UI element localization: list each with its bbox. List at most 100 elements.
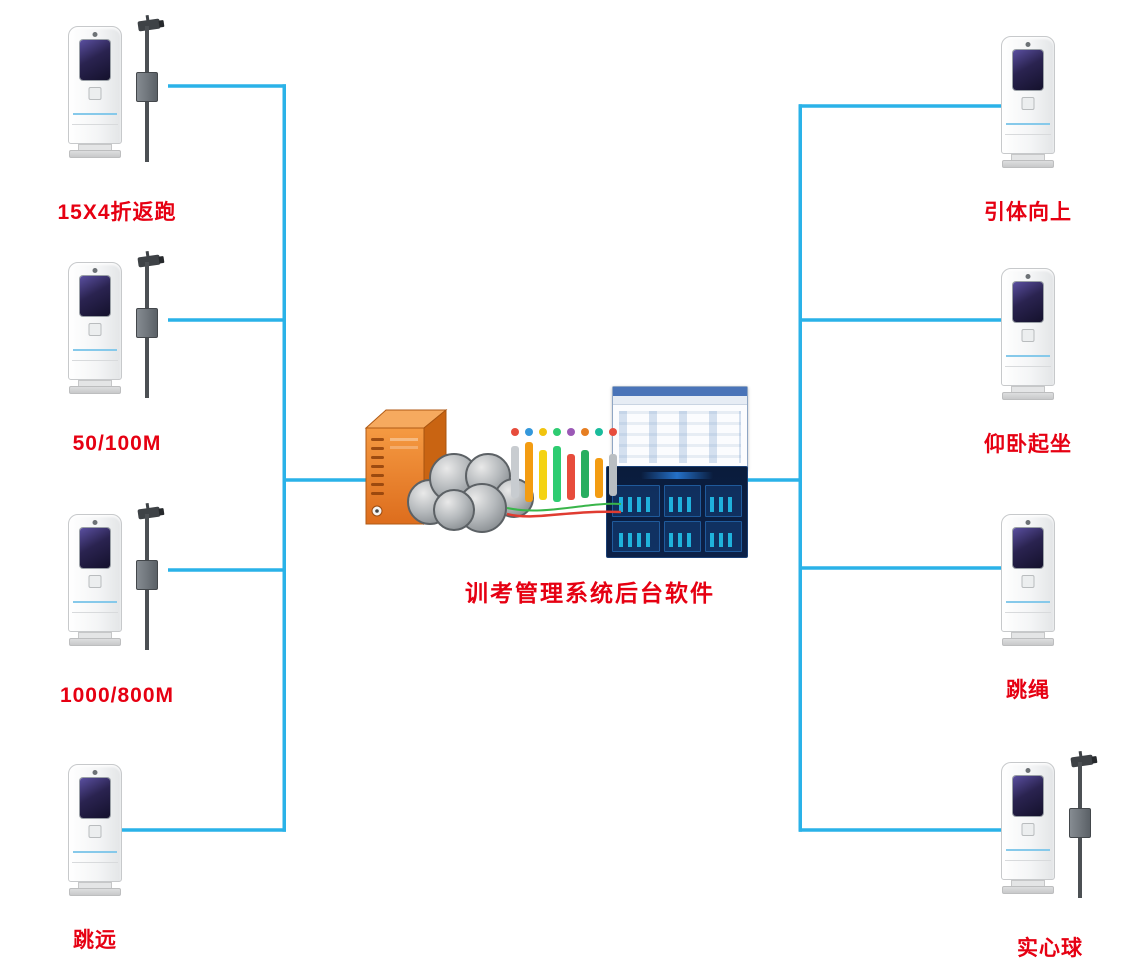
kiosk-base (69, 386, 121, 394)
kiosk-screen (80, 40, 110, 80)
kiosk-screen (1013, 528, 1043, 568)
dashboard-panel (705, 520, 742, 552)
kiosk-screen (80, 778, 110, 818)
station-sit-up: 仰卧起坐 (958, 268, 1098, 458)
kiosk-body (68, 26, 122, 144)
kiosk-card-reader (88, 575, 102, 588)
station-long-jump: 跳远 (25, 764, 165, 954)
kiosk-terminal (1001, 268, 1055, 400)
kiosk-base (69, 638, 121, 646)
kiosk-body (1001, 762, 1055, 880)
kiosk-base (1002, 160, 1054, 168)
station-label: 跳远 (73, 929, 117, 952)
kiosk-camera-icon (1025, 274, 1031, 279)
kiosk-body (1001, 268, 1055, 386)
station-device (68, 254, 166, 404)
kiosk-terminal (68, 26, 122, 158)
kiosk-accent-stripe (73, 113, 117, 115)
kiosk-base (69, 150, 121, 158)
kiosk-camera-icon (92, 268, 98, 273)
station-device (1001, 268, 1055, 400)
kiosk-card-reader (88, 323, 102, 336)
cctv-camera-icon (137, 254, 161, 268)
dashboard-panel (705, 485, 742, 517)
kiosk-accent-stripe (73, 349, 117, 351)
pole-equipment-box (136, 308, 158, 338)
station-label: 仰卧起坐 (984, 433, 1072, 456)
kiosk-camera-icon (92, 32, 98, 37)
cctv-camera-icon (137, 18, 161, 32)
kiosk-base (1002, 886, 1054, 894)
station-shuttle-run: 15X4折返跑 (47, 18, 187, 226)
kiosk-camera-icon (92, 770, 98, 775)
network-cloud-icon (407, 453, 534, 533)
kiosk-card-reader (1021, 575, 1035, 588)
station-label: 引体向上 (984, 201, 1072, 224)
kiosk-base (1002, 638, 1054, 646)
kiosk-accent-stripe (1006, 355, 1050, 357)
kiosk-terminal (1001, 514, 1055, 646)
dashboard-panels (612, 485, 742, 552)
dashboard-panel (612, 520, 661, 552)
kiosk-accent-stripe (1006, 601, 1050, 603)
station-label: 50/100M (72, 432, 162, 455)
kiosk-body (1001, 36, 1055, 154)
camera-pole (130, 506, 166, 656)
kiosk-camera-icon (1025, 768, 1031, 773)
station-50-100m: 50/100M (47, 254, 187, 456)
pole-equipment-box (1069, 808, 1091, 838)
kiosk-accent-stripe (73, 851, 117, 853)
kiosk-body (1001, 514, 1055, 632)
kiosk-screen (1013, 776, 1043, 816)
kiosk-accent-stripe (1006, 123, 1050, 125)
kiosk-card-reader (88, 825, 102, 838)
station-device (68, 764, 122, 896)
station-device (68, 18, 166, 168)
kiosk-camera-icon (1025, 520, 1031, 525)
pole-equipment-box (136, 560, 158, 590)
dashboard-screen (606, 466, 748, 558)
camera-pole (130, 18, 166, 168)
station-label: 实心球 (1017, 937, 1083, 960)
admin-screen-toolbar (613, 396, 747, 405)
kiosk-body (68, 764, 122, 882)
kiosk-screen (80, 528, 110, 568)
cctv-camera-icon (1070, 754, 1094, 768)
station-device (1001, 36, 1055, 168)
station-1000-800m: 1000/800M (47, 506, 187, 708)
dashboard-panel (664, 485, 702, 517)
kiosk-screen (1013, 50, 1043, 90)
kiosk-body (68, 262, 122, 380)
camera-pole (1063, 754, 1099, 904)
station-label: 跳绳 (1006, 679, 1050, 702)
dashboard-title-bar (641, 472, 713, 479)
kiosk-card-reader (1021, 329, 1035, 342)
admin-screen-table (619, 411, 741, 463)
dashboard-panel (612, 485, 661, 517)
statistics-chart-doodle (506, 428, 622, 518)
system-title: 训考管理系统后台软件 (465, 580, 715, 606)
station-medicine-ball: 实心球 (980, 754, 1120, 962)
kiosk-terminal (1001, 36, 1055, 168)
dashboard-panel (664, 520, 702, 552)
cctv-camera-icon (137, 506, 161, 520)
kiosk-terminal (68, 764, 122, 896)
kiosk-terminal (68, 262, 122, 394)
station-device (1001, 754, 1099, 904)
pole-equipment-box (136, 72, 158, 102)
station-rope-skipping: 跳绳 (958, 514, 1098, 704)
kiosk-screen (80, 276, 110, 316)
kiosk-accent-stripe (1006, 849, 1050, 851)
kiosk-accent-stripe (73, 601, 117, 603)
kiosk-card-reader (1021, 823, 1035, 836)
kiosk-body (68, 514, 122, 632)
admin-table-screen (612, 386, 748, 470)
kiosk-base (1002, 392, 1054, 400)
kiosk-screen (1013, 282, 1043, 322)
kiosk-camera-icon (92, 520, 98, 525)
station-device (68, 506, 166, 656)
kiosk-terminal (68, 514, 122, 646)
station-label: 15X4折返跑 (57, 201, 177, 224)
